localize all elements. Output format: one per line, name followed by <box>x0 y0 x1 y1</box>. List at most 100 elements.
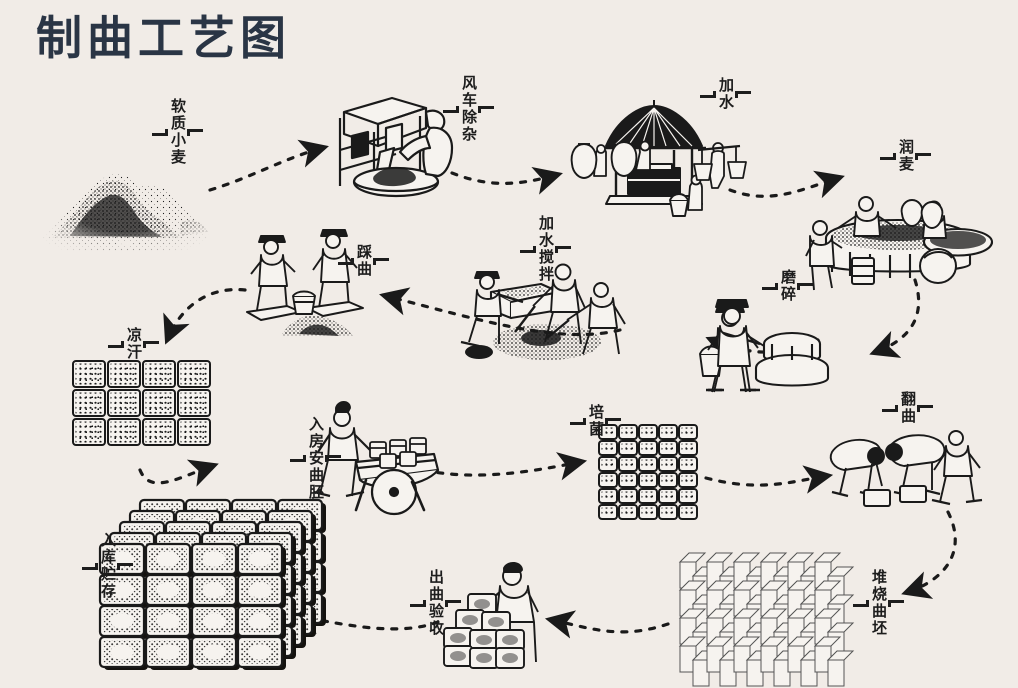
qu-brick <box>107 418 141 446</box>
illustration-add-water <box>566 92 747 220</box>
step-label-cool-sweat: 凉汗 <box>108 308 159 380</box>
bracket-bottom <box>108 340 124 348</box>
step-label-stack-fire: 堆烧曲坯 <box>853 555 904 651</box>
qu-block <box>691 650 720 687</box>
qu-block <box>732 580 761 617</box>
qu-brick <box>638 504 658 520</box>
qu-brick-stack-unit <box>190 604 240 639</box>
step-label-store: 入库贮存 <box>82 518 133 614</box>
qu-brick <box>658 504 678 520</box>
qu-brick <box>678 456 698 472</box>
qu-brick <box>177 389 211 417</box>
bracket-top <box>117 562 133 570</box>
qu-brick <box>678 488 698 504</box>
qu-brick <box>638 488 658 504</box>
qu-brick <box>658 440 678 456</box>
bracket-top <box>797 282 813 290</box>
bracket-bottom <box>152 128 168 136</box>
qu-brick-stack-unit <box>98 635 148 670</box>
qu-block <box>745 650 774 687</box>
qu-brick <box>598 440 618 456</box>
illustration-mix-water <box>455 258 635 368</box>
bracket-top <box>325 454 341 462</box>
bracket-top <box>187 128 203 136</box>
qu-brick <box>598 424 618 440</box>
qu-brick <box>678 472 698 488</box>
qu-block <box>826 650 855 687</box>
bracket-bottom <box>338 257 354 265</box>
qu-brick <box>107 360 141 388</box>
qu-brick <box>177 360 211 388</box>
bracket-bottom <box>570 417 586 425</box>
illustration-raw-wheat <box>30 146 220 256</box>
qu-brick <box>72 418 106 446</box>
bracket-top <box>915 152 931 160</box>
qu-block <box>705 636 734 673</box>
bracket-top <box>735 90 751 98</box>
bracket-bottom <box>82 562 98 570</box>
qu-brick-stack-unit <box>236 573 286 608</box>
qu-brick <box>107 389 141 417</box>
qu-brick <box>678 440 698 456</box>
qu-brick <box>618 488 638 504</box>
qu-block <box>732 636 761 673</box>
bracket-bottom <box>853 599 869 607</box>
step-label-cultivate: 培菌 <box>570 385 621 457</box>
qu-brick <box>618 424 638 440</box>
qu-brick <box>638 440 658 456</box>
arrow-a12 <box>544 610 670 639</box>
page-title: 制曲工艺图 <box>36 11 291 65</box>
bracket-top <box>605 417 621 425</box>
qu-brick-stack-unit <box>236 604 286 639</box>
qu-brick <box>618 472 638 488</box>
arrow-a4 <box>869 278 921 358</box>
qu-brick-stack-unit <box>144 573 194 608</box>
qu-brick <box>618 456 638 472</box>
bracket-bottom <box>290 454 306 462</box>
qu-brick <box>638 424 658 440</box>
step-label-moisten-wheat: 润麦 <box>880 120 931 192</box>
qu-brick-stack-unit <box>190 573 240 608</box>
illustration-winnow <box>330 82 456 204</box>
arrow-a1 <box>208 139 329 192</box>
qu-brick <box>638 472 658 488</box>
arrow-a9 <box>422 452 588 481</box>
qu-brick <box>142 360 176 388</box>
qu-block <box>786 636 815 673</box>
bracket-top <box>143 340 159 348</box>
qu-brick <box>598 456 618 472</box>
qu-brick <box>638 456 658 472</box>
step-label-inspect: 出曲验收 <box>410 555 461 651</box>
qu-brick-stack-unit <box>98 604 148 639</box>
illustration-tread-qu <box>245 228 395 340</box>
qu-block <box>759 580 788 617</box>
bracket-bottom <box>762 282 778 290</box>
illustration-store <box>96 498 326 670</box>
bracket-bottom <box>443 105 459 113</box>
arrow-a2 <box>450 166 563 195</box>
bracket-top <box>555 245 571 253</box>
bracket-bottom <box>700 90 716 98</box>
arrow-a8 <box>138 459 219 487</box>
qu-brick <box>658 456 678 472</box>
arrow-a7 <box>163 287 247 345</box>
qu-brick <box>658 472 678 488</box>
qu-brick <box>618 504 638 520</box>
qu-brick <box>678 504 698 520</box>
qu-block <box>813 552 842 589</box>
qu-brick <box>678 424 698 440</box>
qu-brick <box>72 360 106 388</box>
qu-block <box>678 636 707 673</box>
illustration-into-room <box>312 398 440 516</box>
qu-brick-stack-unit <box>144 542 194 577</box>
step-label-winnow: 风车除杂 <box>443 55 494 163</box>
illustration-turn-qu <box>828 430 988 512</box>
illustration-grind-helper <box>706 296 766 396</box>
brick-grid-cultivate <box>598 424 698 520</box>
qu-brick <box>618 440 638 456</box>
qu-brick-stack-unit <box>236 542 286 577</box>
bracket-top <box>478 105 494 113</box>
bracket-bottom <box>520 245 536 253</box>
qu-block <box>813 636 842 673</box>
